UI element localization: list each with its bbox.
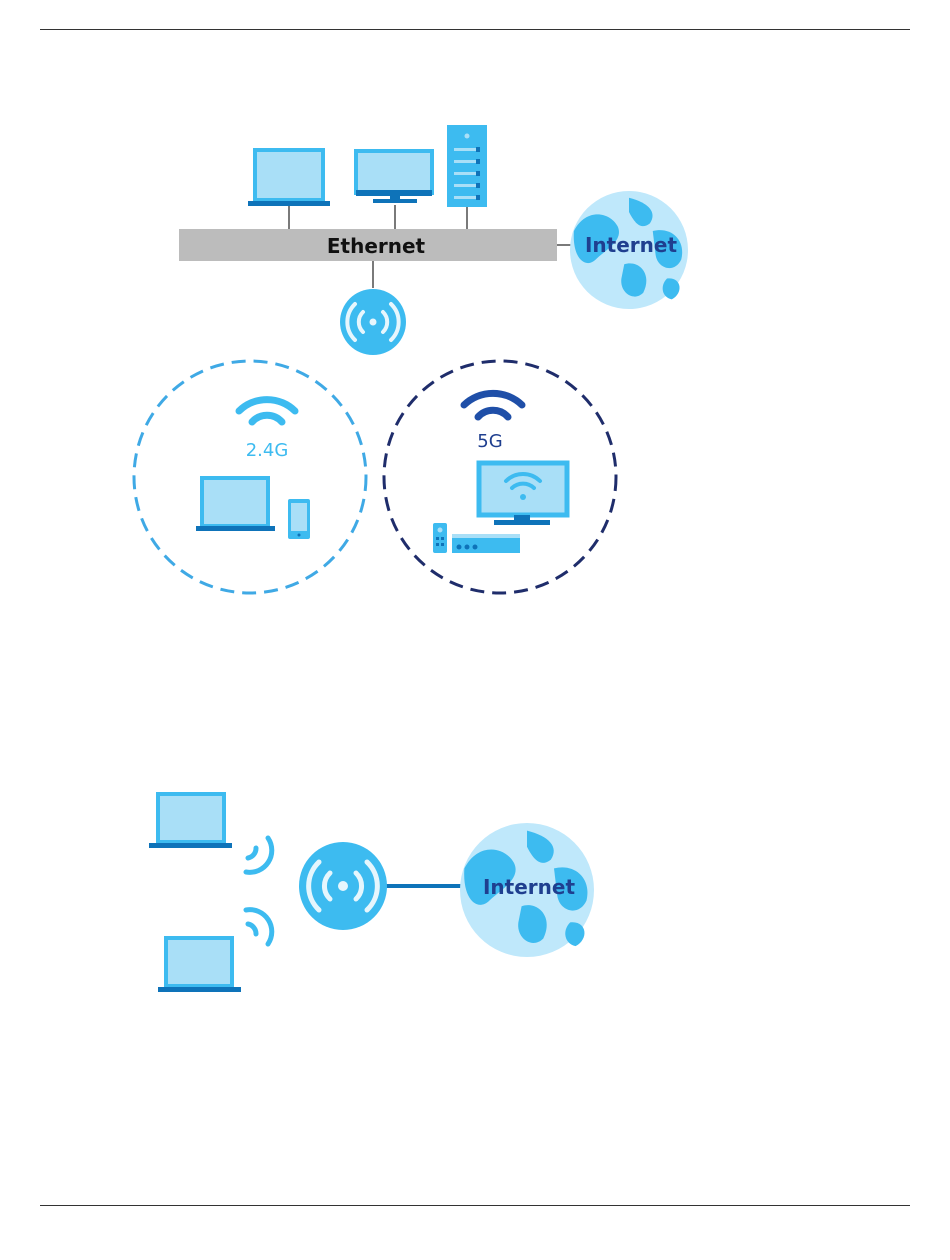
tv-icon [479,463,567,525]
laptop-icon [149,794,232,848]
server-icon [447,125,487,207]
laptop-icon [158,938,241,992]
signal-icon [246,838,272,872]
laptop-icon [248,150,330,206]
internet-top-label: Internet [585,233,677,257]
top-diagram: Ethernet Internet 2.4G [134,125,688,593]
set-top-box-icon [452,534,520,553]
bottom-diagram: Internet [149,794,594,992]
wifi-icon [464,393,522,417]
signal-icon [246,910,272,944]
band-5g-label: 5G [477,431,502,452]
smartphone-icon [288,499,310,539]
laptop-icon [196,478,275,531]
access-point-icon [340,289,406,355]
remote-icon [433,523,447,553]
band-24g-label: 2.4G [246,440,289,461]
access-point-icon [299,842,387,930]
wifi-icon [239,400,295,422]
desktop-monitor-icon [356,151,432,203]
internet-bottom-label: Internet [483,875,575,899]
ethernet-label: Ethernet [327,234,426,258]
